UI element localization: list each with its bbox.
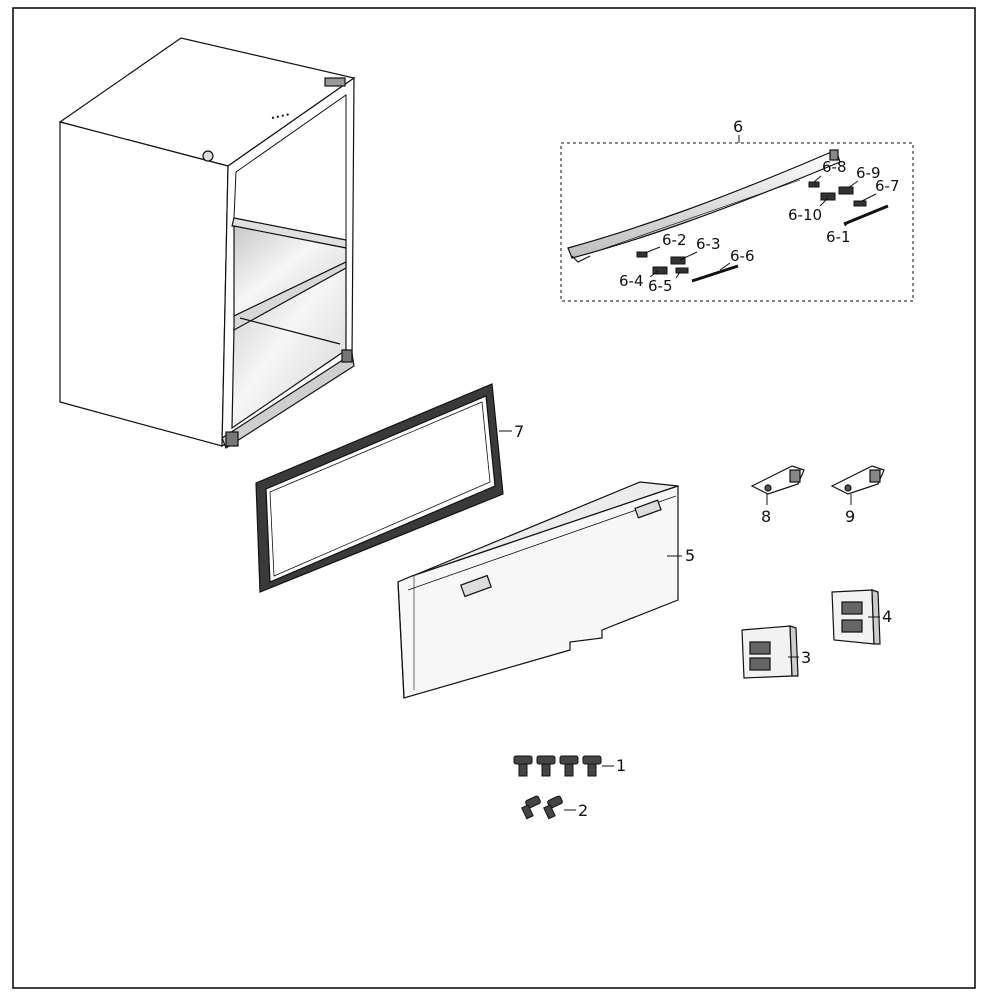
callout-9: 9 [845,507,855,526]
handle-callouts [644,175,877,279]
callout-6-8: 6-8 [822,158,847,176]
screw [513,755,533,777]
screw [559,755,579,777]
refrigerator-cabinet [58,37,356,449]
callout-6-4: 6-4 [619,272,644,290]
lower-divider [233,261,347,332]
foot-right [341,349,353,363]
part-6-8-clip [808,181,820,188]
door-handle-slot-left [460,574,492,598]
part-6-4-clip [652,266,668,275]
part-6-2-clip [636,251,648,258]
screws-part-2 [521,795,563,820]
part-6-10-clip [820,192,836,201]
part-6-9-clip [838,186,854,195]
cabinet-base [221,353,355,449]
bracket-part-4 [831,589,881,645]
handle-components [636,181,889,283]
top-hinge [324,77,346,87]
part-6-3-clip [670,256,686,265]
callout-2: 2 [578,801,588,820]
top-dots [271,113,291,119]
diagram-frame [12,7,976,989]
callout-6-3: 6-3 [696,235,721,253]
callout-7: 7 [514,422,524,441]
bracket-part-3 [741,625,799,679]
callout-6-7: 6-7 [875,177,900,195]
door-handle-part-6 [567,149,841,263]
part-6-detail-box [560,142,914,302]
callout-6-5: 6-5 [648,277,673,295]
callout-8: 8 [761,507,771,526]
callout-5: 5 [685,546,695,565]
cabinet-side [59,121,229,447]
callout-6-2: 6-2 [662,231,687,249]
screws-part-1 [513,755,602,777]
hinge-part-9 [830,465,885,495]
part-6-5-pin [675,267,689,274]
hinge-part-8 [750,465,805,495]
door-handle-slot-right [634,499,662,519]
inner-line [239,317,341,345]
callout-1: 1 [616,756,626,775]
part-6-6-rod [691,264,739,283]
callout-4: 4 [882,607,892,626]
freezer-door-part-5 [397,481,679,699]
screw [536,755,556,777]
callout-6: 6 [733,117,743,136]
foot-left [225,431,239,447]
screw [582,755,602,777]
callout-6-9: 6-9 [856,164,881,182]
part-6-7-pin [853,200,867,207]
callout-6-1: 6-1 [826,228,851,246]
screw [521,795,541,820]
screw [543,795,563,820]
part-6-1-rod [843,204,889,226]
top-fitting [202,150,214,162]
callout-6-6: 6-6 [730,247,755,265]
callout-3: 3 [801,648,811,667]
callout-6-10: 6-10 [788,206,822,224]
door-gasket-part-7 [255,383,504,593]
